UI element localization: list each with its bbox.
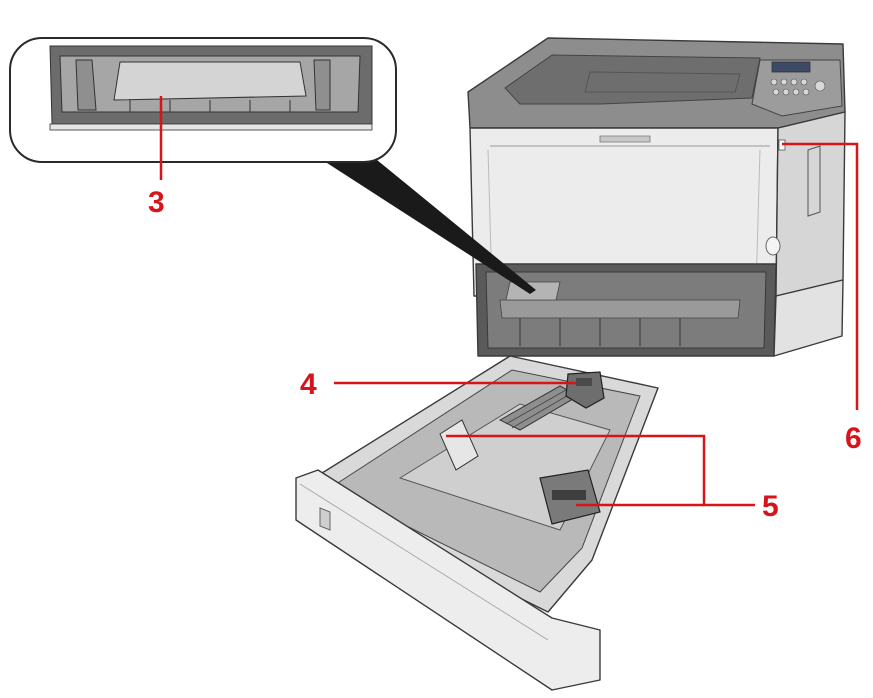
callout-3: 3 <box>148 186 165 219</box>
front-cover-handle <box>599 135 651 143</box>
paper-length-guide <box>565 371 605 409</box>
paper-conveyor <box>113 61 307 101</box>
cover-release-button <box>765 236 781 256</box>
cassette-front <box>295 469 601 691</box>
printer <box>467 37 846 357</box>
printer-base <box>773 279 844 357</box>
callout-5: 5 <box>762 490 779 523</box>
cassette-handle-slot <box>319 507 331 531</box>
output-tray <box>504 54 761 105</box>
paper-width-guide-left <box>439 419 479 471</box>
operation-panel <box>751 59 843 117</box>
zoom-inset <box>9 37 536 294</box>
leader-5 <box>446 434 755 507</box>
display-screen <box>771 61 811 73</box>
printer-right-side <box>775 111 846 297</box>
callout-6: 6 <box>845 422 862 455</box>
zoom-pointer <box>310 142 536 294</box>
paper-cassette <box>295 355 659 691</box>
callouts: 3 4 5 6 <box>148 96 862 523</box>
leader-6 <box>782 142 859 410</box>
callout-4: 4 <box>300 368 317 401</box>
